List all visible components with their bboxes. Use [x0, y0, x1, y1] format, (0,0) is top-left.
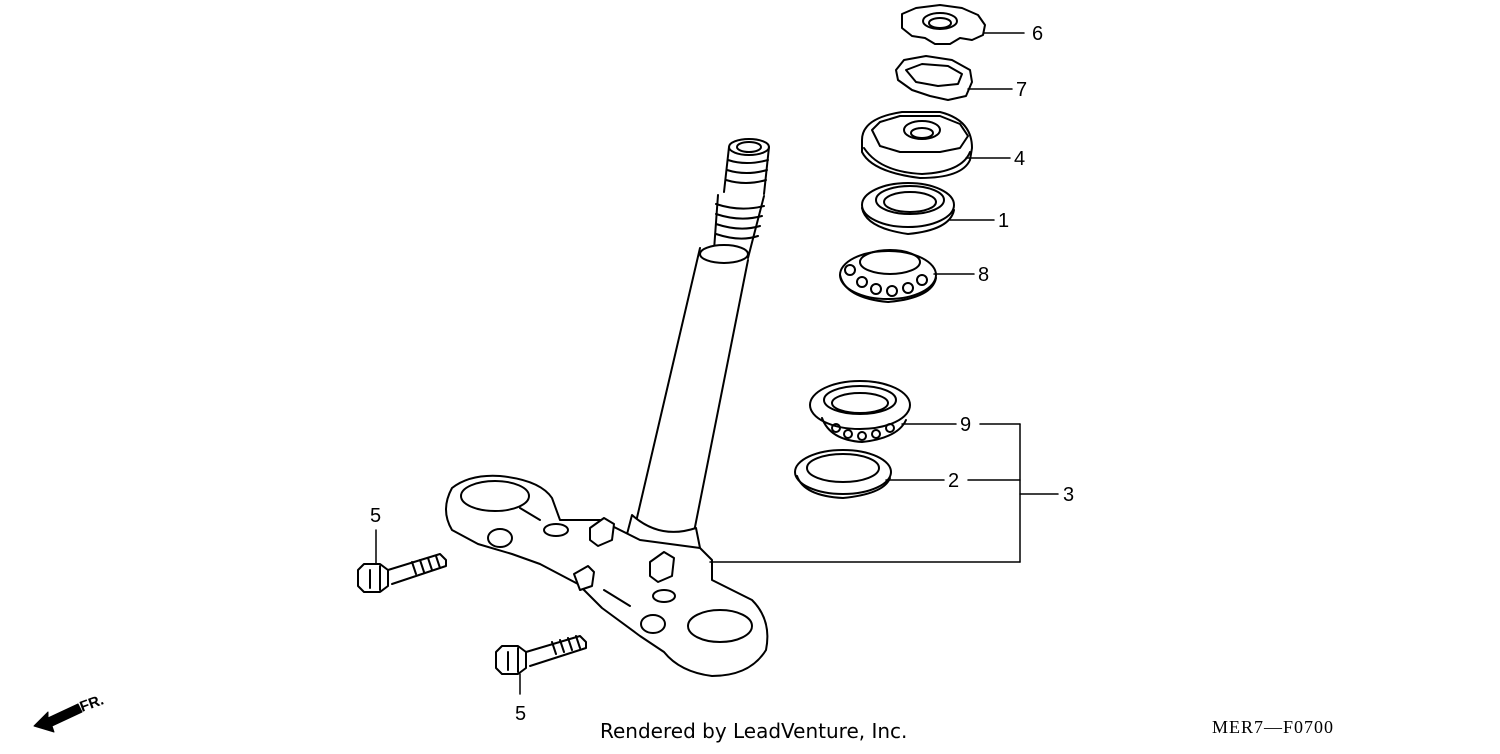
- part-7-lock-washer[interactable]: [895, 55, 973, 101]
- part-1-upper-ball-race[interactable]: [861, 182, 955, 235]
- callout-3: 3: [1063, 484, 1074, 506]
- callout-5-upper: 5: [370, 505, 381, 527]
- callout-1: 1: [998, 210, 1009, 232]
- part-2-dust-seal[interactable]: [794, 449, 892, 499]
- callout-9: 9: [960, 414, 971, 436]
- bottom-bridge[interactable]: [445, 474, 769, 677]
- callout-2: 2: [948, 470, 959, 492]
- callout-7: 7: [1016, 79, 1027, 101]
- part-6-lock-nut[interactable]: [901, 4, 986, 45]
- steering-stem[interactable]: [625, 138, 770, 554]
- diagram-code: MER7—F0700: [1212, 717, 1334, 737]
- part-5-bolt-upper[interactable]: [357, 553, 447, 593]
- callout-5-lower: 5: [515, 703, 526, 725]
- part-4-adjusting-nut[interactable]: [861, 111, 973, 179]
- leader-lines: [375, 32, 1059, 695]
- part-5-bolt-lower[interactable]: [495, 635, 587, 675]
- callout-8: 8: [978, 264, 989, 286]
- part-9-lower-bearing[interactable]: [809, 380, 911, 443]
- render-credit: Rendered by LeadVenture, Inc.: [600, 719, 907, 743]
- front-label: FR.: [78, 692, 107, 716]
- part-8-ball-bearing[interactable]: [839, 249, 937, 303]
- callout-6: 6: [1032, 23, 1043, 45]
- front-direction-arrow: FR.: [33, 692, 107, 733]
- callout-4: 4: [1014, 148, 1025, 170]
